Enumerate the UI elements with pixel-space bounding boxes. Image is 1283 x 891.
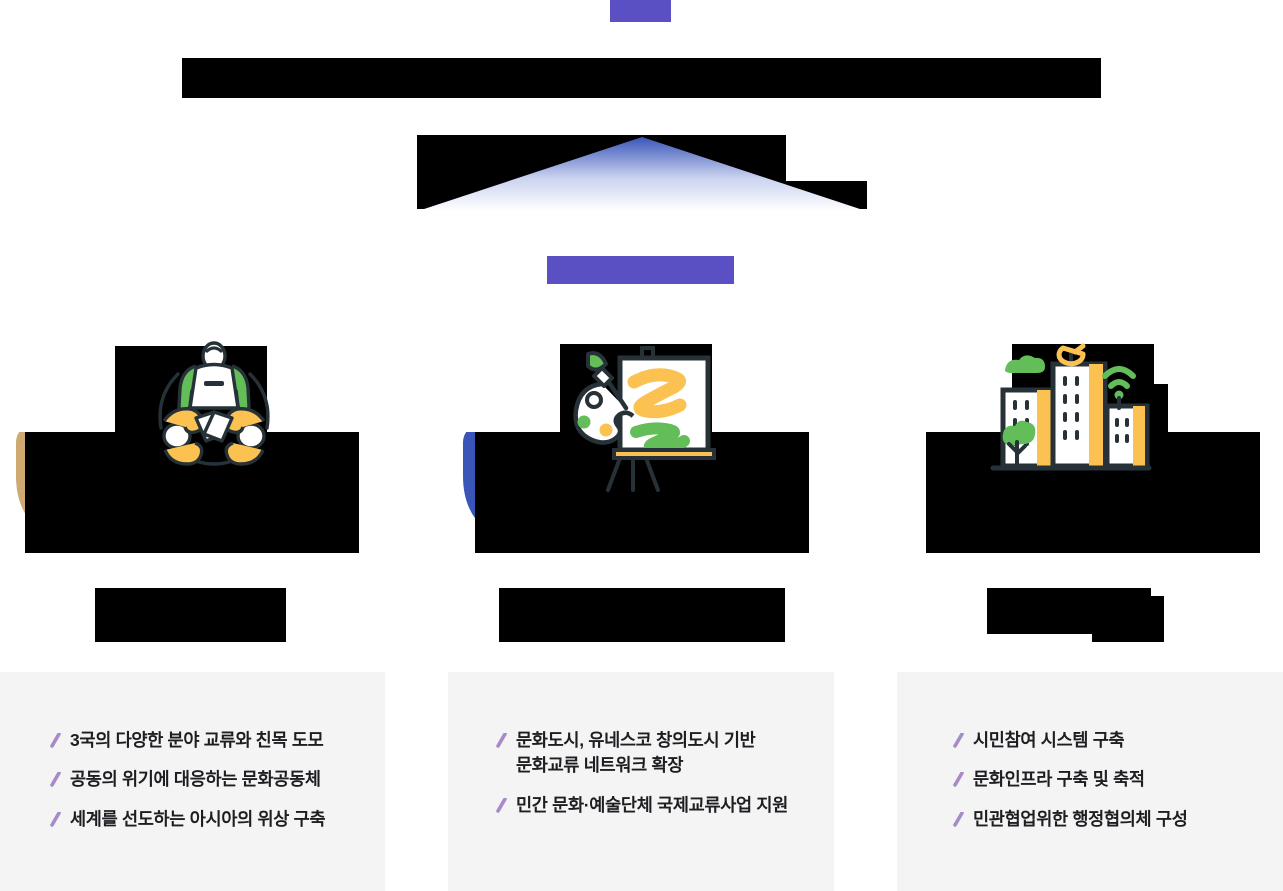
chevron-block-primary bbox=[417, 135, 786, 209]
slash-bullet-icon bbox=[953, 733, 964, 748]
list-item: 문화인프라 구축 및 축적 bbox=[897, 767, 1283, 792]
top-accent-tag bbox=[610, 0, 671, 22]
column-culture bbox=[428, 336, 855, 642]
bullet-text: 문화도시, 유네스코 창의도시 기반 문화교류 네트워크 확장 bbox=[516, 730, 756, 776]
easel-palette-art-icon bbox=[572, 346, 716, 492]
label-city-extension bbox=[1092, 596, 1164, 642]
bullet-list-culture: 문화도시, 유네스코 창의도시 기반 문화교류 네트워크 확장 민간 문화·예술… bbox=[448, 672, 834, 818]
list-item: 세계를 선도하는 아시아의 위상 구축 bbox=[0, 807, 385, 832]
list-item: 시민참여 시스템 구축 bbox=[897, 728, 1283, 753]
bullet-panel-city: 시민참여 시스템 구축 문화인프라 구축 및 축적 민관협업위한 행정협의체 구… bbox=[897, 672, 1283, 891]
slash-bullet-icon bbox=[50, 772, 61, 788]
slash-bullet-icon bbox=[953, 772, 964, 788]
list-item: 민간 문화·예술단체 국제교류사업 지원 bbox=[448, 793, 834, 818]
bullet-text: 공동의 위기에 대응하는 문화공동체 bbox=[70, 769, 321, 790]
chevron-block-secondary bbox=[786, 181, 867, 209]
bullet-text: 3국의 다양한 분야 교류와 친목 도모 bbox=[70, 730, 324, 750]
smart-city-skyline-icon bbox=[990, 343, 1151, 471]
label-exchange bbox=[95, 588, 286, 642]
chevron-divider bbox=[417, 135, 867, 211]
bullet-text: 문화인프라 구축 및 축적 bbox=[973, 769, 1145, 790]
icon-stage-exchange bbox=[0, 336, 427, 561]
three-people-collaboration-icon bbox=[157, 341, 270, 466]
column-exchange bbox=[0, 336, 427, 642]
list-item: 공동의 위기에 대응하는 문화공동체 bbox=[0, 767, 385, 792]
slash-bullet-icon bbox=[496, 797, 507, 813]
slash-bullet-icon bbox=[953, 811, 964, 827]
mid-accent-tag bbox=[547, 256, 734, 284]
list-item: 3국의 다양한 분야 교류와 친목 도모 bbox=[0, 728, 385, 753]
icon-stage-culture bbox=[428, 336, 855, 561]
column-city bbox=[856, 336, 1283, 642]
list-item: 문화도시, 유네스코 창의도시 기반 문화교류 네트워크 확장 bbox=[448, 728, 834, 779]
slash-bullet-icon bbox=[496, 733, 507, 748]
headline-banner bbox=[182, 58, 1101, 98]
bullet-text: 민간 문화·예술단체 국제교류사업 지원 bbox=[516, 794, 789, 815]
icon-stage-city bbox=[856, 336, 1283, 561]
bullet-text: 세계를 선도하는 아시아의 위상 구축 bbox=[70, 808, 326, 829]
bullet-panel-exchange: 3국의 다양한 분야 교류와 친목 도모 공동의 위기에 대응하는 문화공동체 … bbox=[0, 672, 385, 891]
bullet-list-city: 시민참여 시스템 구축 문화인프라 구축 및 축적 민관협업위한 행정협의체 구… bbox=[897, 672, 1283, 832]
slash-bullet-icon bbox=[50, 811, 61, 827]
list-item: 민관협업위한 행정협의체 구성 bbox=[897, 807, 1283, 832]
label-culture bbox=[499, 588, 785, 642]
bullet-text: 시민참여 시스템 구축 bbox=[973, 730, 1125, 750]
bullet-text: 민관협업위한 행정협의체 구성 bbox=[973, 808, 1188, 829]
slash-bullet-icon bbox=[50, 733, 61, 748]
bullet-panel-culture: 문화도시, 유네스코 창의도시 기반 문화교류 네트워크 확장 민간 문화·예술… bbox=[448, 672, 834, 891]
bullet-list-exchange: 3국의 다양한 분야 교류와 친목 도모 공동의 위기에 대응하는 문화공동체 … bbox=[0, 672, 385, 832]
